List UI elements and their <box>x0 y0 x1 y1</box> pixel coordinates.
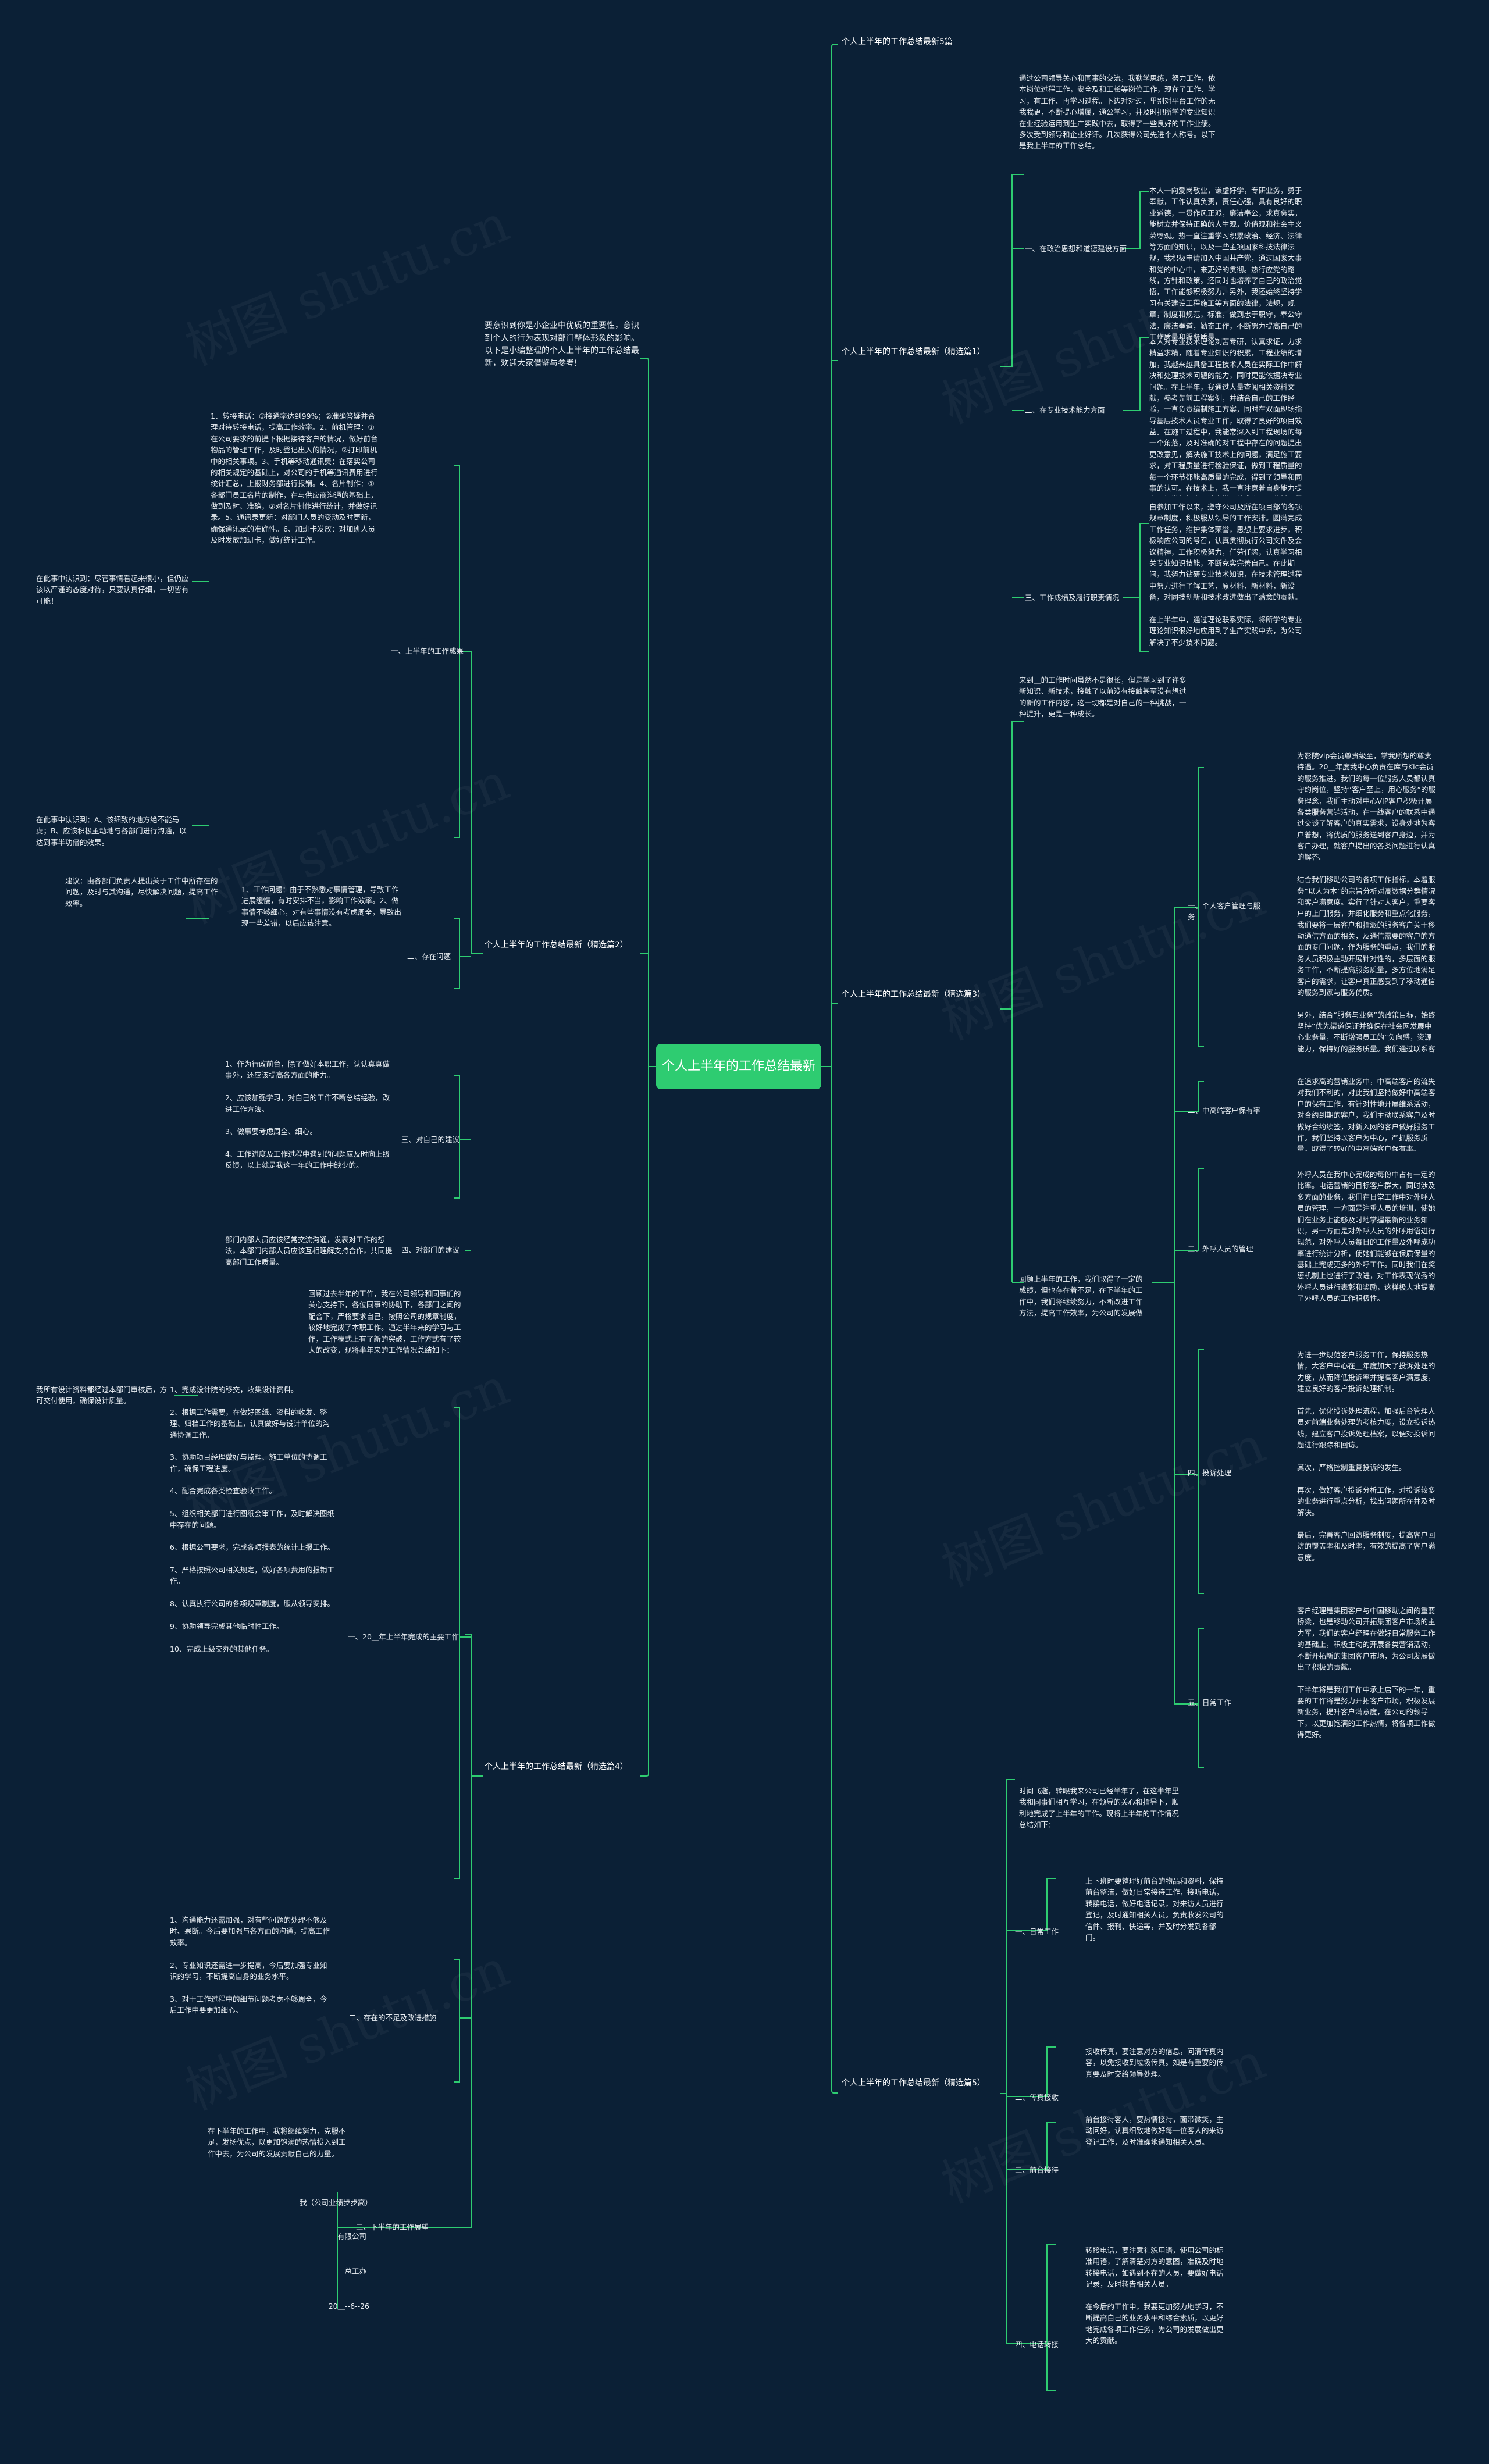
branch3-item4-text: 为进一步规范客户服务工作，保持服务热情，大客户中心在＿年度加大了投诉处理的力度，… <box>1297 1350 1435 1562</box>
branch2-item3-text: 自参加工作以来，遵守公司及所在项目部的各项规章制度，积极服从领导的工作安排。圆满… <box>1149 502 1302 647</box>
branch4-item4-label[interactable]: 四、对部门的建议 <box>401 1246 460 1254</box>
branch6-item2-label[interactable]: 二、传真接收 <box>1015 2093 1059 2102</box>
branch4-intro: 要意识到你是小企业中优质的重要性，意识到个人的行为表现对部门整体形象的影响。以下… <box>485 321 639 369</box>
branch4-item2-text: 1、工作问题：由于不熟悉对事情管理，导致工作进展缓慢，有时安排不当，影响工作效率… <box>241 885 402 928</box>
signature-line4: 20＿--6--26 <box>328 2302 369 2310</box>
branch4-item3-text: 1、作为行政前台，除了做好本职工作，认认真真做事外，还应该提高各方面的能力。 2… <box>225 1060 390 1170</box>
branch2-intro: 通过公司领导关心和同事的交流，我勤学思练，努力工作，依本岗位过程工作，安全及和工… <box>1019 74 1216 151</box>
branch6-item2-text: 接收传真，要注意对方的信息，问清传真内容，以免接收到垃圾传真。如是有重要的传真要… <box>1085 2047 1224 2078</box>
branch4-note1: 在此事中认识到：尽管事情看起来很小，但仍应该以严谨的态度对待，只要认真仔细，一切… <box>36 574 189 605</box>
branch6-item1-label[interactable]: 一、日常工作 <box>1015 1927 1059 1936</box>
branch3-item2-label[interactable]: 二、中高端客户保有率 <box>1188 1106 1261 1115</box>
branch3-item2-text: 在追求高的营销业务中，中高端客户的流失对我们不利的，对此我们坚持做好中高端客户的… <box>1297 1077 1435 1151</box>
branch5-item3-label[interactable]: 三、下半年的工作展望 <box>356 2223 429 2231</box>
branch2-item1-text: 本人一向爱岗敬业，谦虚好学，专研业务，勇于奉献，工作认真负责，责任心强，具有良好… <box>1149 186 1302 339</box>
branch5-item3-text: 在下半年的工作中，我将继续努力，克服不足，发扬优点，以更加饱满的热情投入到工作中… <box>208 2127 346 2158</box>
branch4-note3: 建议：由各部门负责人提出关于工作中所存在的问题，及时与其沟通，尽快解决问题，提高… <box>65 876 218 908</box>
branch5-note1: 我所有设计资料都经过本部门审核后，方可交付使用，确保设计质量。 <box>36 1385 168 1406</box>
branch3-closing: 回顾上半年的工作，我们取得了一定的成绩，但也存在着不足，在下半年的工作中，我们将… <box>1019 1275 1143 1320</box>
branch5-item2-label[interactable]: 二、存在的不足及改进措施 <box>349 2013 437 2022</box>
branch5-intro: 回顾过去半年的工作，我在公司领导和同事们的关心支持下，各位同事的协助下，各部门之… <box>308 1289 461 1354</box>
branch5-item1-text: 1、完成设计院的移交，收集设计资料。 2、根据工作需要，在做好图纸、资料的收发、… <box>170 1385 334 1653</box>
root-topic[interactable]: 个人上半年的工作总结最新 <box>656 1044 821 1089</box>
branch6-item3-text: 前台接待客人，要热情接待，面带微笑，主动问好，认真细致地做好每一位客人的来访登记… <box>1085 2115 1224 2146</box>
branch-title-article3[interactable]: 个人上半年的工作总结最新（精选篇3） <box>842 990 985 999</box>
branch2-item2-label[interactable]: 二、在专业技术能力方面 <box>1025 406 1105 415</box>
branch5-item2-text: 1、沟通能力还需加强，对有些问题的处理不够及时、果断。今后要加强与各方面的沟通，… <box>170 1916 330 2014</box>
signature-line1: 我（公司业绩步步高） <box>299 2198 372 2207</box>
branch5-item1-label[interactable]: 一、20＿年上半年完成的主要工作 <box>348 1632 459 1641</box>
branch3-item3-text: 外呼人员在我中心完成的每份中占有一定的比率。电话营销的目标客户群大，同时涉及多方… <box>1297 1170 1435 1303</box>
branch6-intro: 时间飞逝，转眼我来公司已经半年了，在这半年里我和同事们相互学习，在领导的关心和指… <box>1019 1787 1180 1830</box>
branch2-item2-text: 本人对专业技术理论刻苦专研，认真求证，力求精益求精，随着专业知识的积累，工程业绩… <box>1149 337 1302 496</box>
branch-title-article5[interactable]: 个人上半年的工作总结最新（精选篇5） <box>842 2078 985 2088</box>
branch3-item1-label[interactable]: 一、个人客户管理与服务 <box>1188 901 1261 922</box>
branch3-item5-text: 客户经理是集团客户与中国移动之间的重要桥梁，也是移动公司开拓集团客户市场的主力军… <box>1297 1606 1435 1739</box>
branch4-item1-text: 1、转接电话：①接通率达到99%；②准确答疑并合理对待转接电话，提高工作效率。2… <box>211 412 378 545</box>
branch4-item2-label[interactable]: 二、存在问题 <box>407 952 451 961</box>
signature-line3: 总工办 <box>344 2267 366 2276</box>
branch-title-article2[interactable]: 个人上半年的工作总结最新（精选篇2） <box>485 940 628 950</box>
branch6-item1-text: 上下班时要整理好前台的物品和资料，保持前台整洁，做好日常接待工作，接听电话，转接… <box>1085 1877 1224 1942</box>
branch3-item5-label[interactable]: 五、日常工作 <box>1188 1698 1232 1707</box>
branch4-item1-label[interactable]: 一、上半年的工作成果 <box>391 647 464 655</box>
branch4-note2: 在此事中认识到：A、该细致的地方绝不能马虎；B、应该积极主动地与各部门进行沟通，… <box>36 815 187 847</box>
signature-line2: 有限公司 <box>337 2232 366 2241</box>
branch6-item3-label[interactable]: 三、前台接待 <box>1015 2166 1059 2174</box>
branch-title-article1[interactable]: 个人上半年的工作总结最新（精选篇1） <box>842 347 985 356</box>
branch2-item3-label[interactable]: 三、工作成绩及履行职责情况 <box>1025 593 1120 602</box>
branch-title-5-articles[interactable]: 个人上半年的工作总结最新5篇 <box>842 37 953 47</box>
branch-title-article4[interactable]: 个人上半年的工作总结最新（精选篇4） <box>485 1762 628 1771</box>
branch6-item4-text: 转接电话，要注意礼貌用语，使用公司的标准用语，了解清楚对方的意图，准确及时地转接… <box>1085 2246 1224 2345</box>
branch2-item1-label[interactable]: 一、在政治思想和道德建设方面 <box>1025 244 1127 253</box>
branch4-item4-text: 部门内部人员应该经常交流沟通，发表对工作的想法，本部门内部人员应该互相理解支持合… <box>225 1235 393 1267</box>
branch4-item3-label[interactable]: 三、对自己的建议 <box>401 1135 460 1144</box>
branch6-item4-label[interactable]: 四、电话转接 <box>1015 2340 1059 2349</box>
branch3-intro: 来到＿的工作时间虽然不是很长，但是学习到了许多新知识、新技术，接触了以前没有接触… <box>1019 676 1187 719</box>
branch3-item3-label[interactable]: 三、外呼人员的管理 <box>1188 1245 1253 1253</box>
branch3-item1-text: 为影院vip会员尊贵级至，掌我所想的尊贵待遇。20＿年度我中心负责在库与Kic会… <box>1297 751 1435 1053</box>
branch3-item4-label[interactable]: 四、投诉处理 <box>1188 1468 1232 1477</box>
